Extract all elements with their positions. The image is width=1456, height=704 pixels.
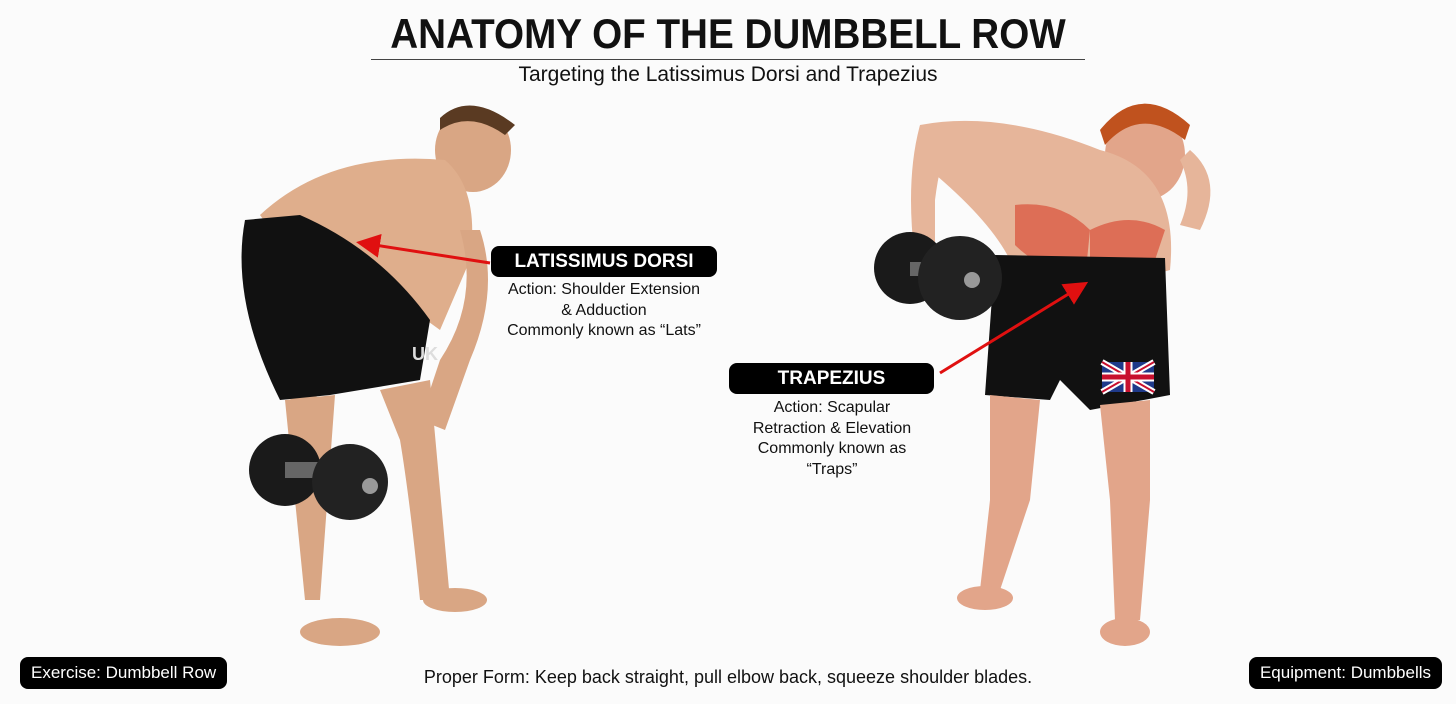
- lats-common-name: Commonly known as “Lats”: [507, 322, 701, 339]
- lats-label: LATISSIMUS DORSI: [491, 246, 717, 277]
- traps-pointer-arrow: [939, 281, 1089, 375]
- exercise-badge: Exercise: Dumbbell Row: [20, 657, 228, 689]
- lats-action-line-2: & Adduction: [561, 301, 647, 319]
- traps-action-line-2: Retraction & Elevation: [752, 419, 912, 437]
- traps-common-line-2: “Traps”: [806, 460, 858, 478]
- traps-common-line-1: Commonly known as: [757, 440, 907, 457]
- page-title: ANATOMY OF THE DUMBBELL ROW: [390, 10, 1066, 57]
- left-dumbbell-icon: [249, 434, 388, 520]
- union-jack-flag-icon: [1100, 359, 1156, 395]
- equipment-badge: Equipment: Dumbbells: [1248, 657, 1442, 689]
- traps-label: TRAPEZIUS: [729, 363, 934, 394]
- right-dumbbell-icon: [874, 232, 1002, 320]
- traps-action-line-1: Action: Scapular: [773, 399, 891, 416]
- lats-action-line-1: Action: Shoulder Extension: [507, 281, 701, 298]
- lats-description: Action: Shoulder Extension & Adduction C…: [480, 280, 728, 342]
- traps-description: Action: Scapular Retraction & Elevation …: [720, 398, 944, 480]
- right-athlete-figure: [874, 103, 1211, 646]
- lats-pointer-arrow: [356, 233, 491, 265]
- page-subtitle: Targeting the Latissimus Dorsi and Trape…: [518, 63, 938, 86]
- proper-form-caption: Proper Form: Keep back straight, pull el…: [423, 667, 1033, 687]
- left-athlete-figure: UK: [241, 105, 515, 646]
- shorts-logo: UK: [412, 344, 438, 364]
- title-divider: [371, 59, 1085, 60]
